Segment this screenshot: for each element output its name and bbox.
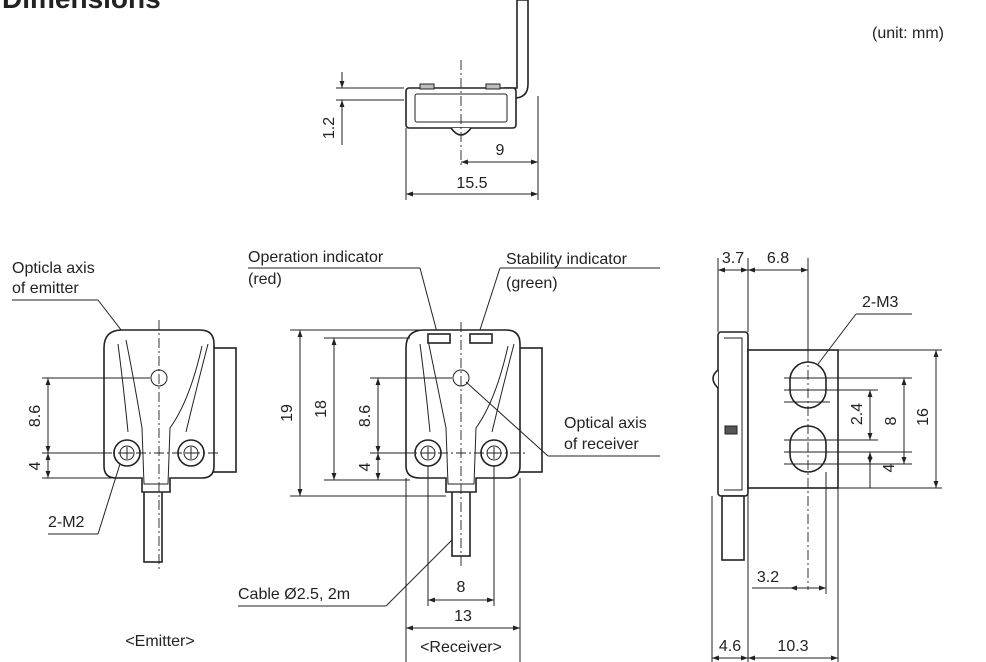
emitter-caption: <Emitter> [125,633,194,650]
receiver-contour-right [491,343,515,433]
dim-slot-pitch-label: 2.4 [849,403,866,425]
stability-indicator-leader [477,267,501,337]
dim-slot-length-label: 8 [883,416,900,425]
receiver-body [405,329,521,493]
receiver-axis-label-1: Optical axis [564,415,647,432]
dim-body-height-label: 18 [313,400,330,418]
emitter-contour-right [185,343,209,433]
dim-receiver-axis-label: 8.6 [357,405,374,427]
top-tab-right [485,83,501,90]
dim-slot-offset-label: 6.8 [767,250,789,267]
receiver-axis-leader [465,381,549,457]
slot-label: 2-M3 [862,294,899,311]
receiver-contour-left [419,343,431,433]
receiver-view: Operation indicator (red) Stability indi… [238,249,660,662]
stability-indicator-label-1: Stability indicator [506,251,628,268]
page-title: Dimensions [2,0,161,14]
side-cable [721,495,745,561]
dim-width-label: 15.5 [456,175,487,192]
dim-length-label: 10.3 [777,638,808,655]
side-view: 3.7 6.8 2-M3 2.4 8 4 16 3.2 4.6 10.3 [711,250,942,662]
side-flange-inner [724,337,743,491]
cable-leader [385,539,453,607]
cable-label: Cable Ø2.5, 2m [238,586,350,603]
stability-indicator-label-2: (green) [506,275,558,292]
stability-indicator-window [469,333,493,344]
emitter-view: Opticla axis of emitter 8.6 4 [12,260,237,650]
top-view: 1.2 9 15.5 [321,0,539,200]
side-indicator [724,425,738,435]
dim-emitter-axis-label: 8.6 [27,405,44,427]
dim-flange-label: 3.7 [722,250,744,267]
receiver-back-plate [517,347,543,473]
operation-indicator-label-2: (red) [248,271,282,288]
bracket-shape [504,0,529,99]
dim-emitter-screw-label: 4 [27,461,44,470]
operation-indicator-label-1: Operation indicator [248,249,384,266]
dim-side-height-label: 16 [915,408,932,426]
dim-thickness-label: 1.2 [321,117,338,139]
slot-leader [817,313,857,365]
top-tab-left [419,83,435,90]
dim-slot-bottom-label: 4 [881,463,898,472]
operation-indicator-window [427,333,451,344]
emitter-axis-label-2: of emitter [12,280,79,297]
dim-body-width-label: 13 [454,608,472,625]
dim-axis-offset-label: 9 [496,142,505,159]
dim-slot-width-label: 3.2 [757,569,779,586]
emitter-screw-label: 2-M2 [48,514,85,531]
receiver-caption: <Receiver> [420,639,502,656]
dim-depth-label: 4.6 [719,638,741,655]
unit-note: (unit: mm) [872,25,944,42]
emitter-contour-left [117,343,129,433]
side-flange [717,331,749,497]
emitter-axis-label-1: Opticla axis [12,260,95,277]
emitter-inner-contour [125,339,203,485]
emitter-screw-leader [97,463,121,535]
operation-indicator-leader [419,267,439,337]
dim-screw-pitch-label: 8 [457,579,466,596]
side-lens-bump [712,369,719,389]
emitter-back-plate [211,347,237,473]
receiver-axis-label-2: of receiver [564,436,639,453]
dim-receiver-screw-label: 4 [357,462,374,471]
dim-total-height-label: 19 [279,404,296,422]
